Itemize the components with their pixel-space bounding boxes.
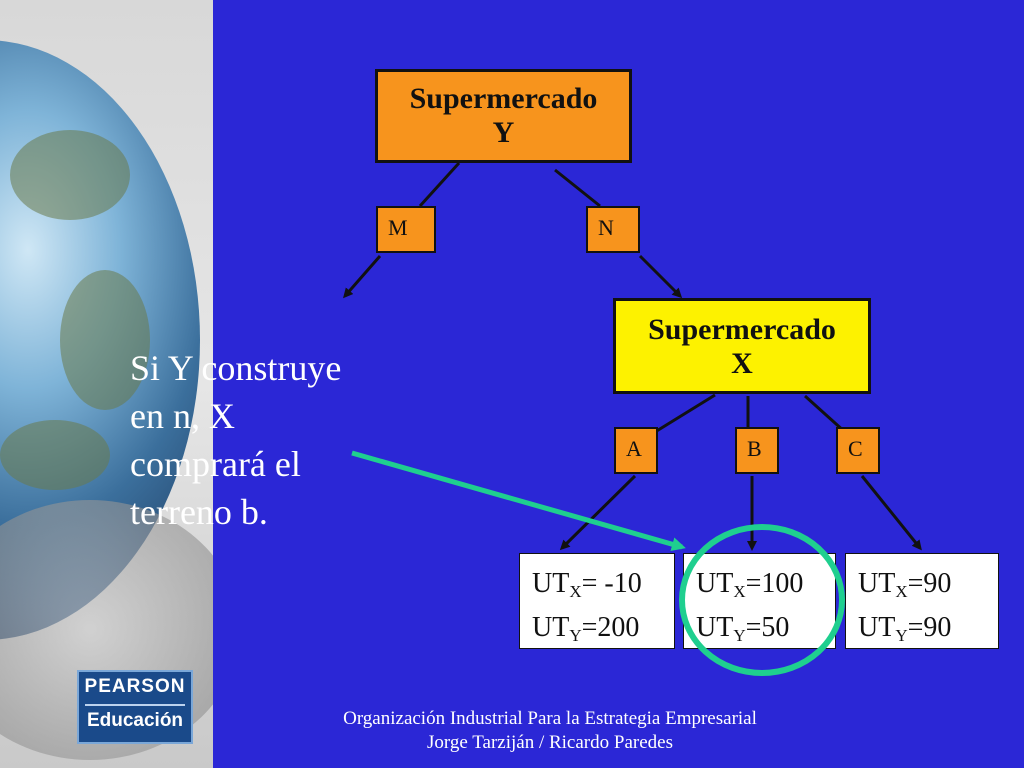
branch-label-m: M	[376, 206, 436, 253]
pearson-logo: PEARSON Educación	[77, 670, 193, 744]
logo-text-pearson: PEARSON	[84, 676, 186, 697]
footer-course: Organización Industrial Para la Estrateg…	[343, 708, 757, 729]
footer-authors: Jorge Tarziján / Ricardo Paredes	[427, 732, 673, 753]
payoff-a-y: UTY=200	[532, 612, 640, 645]
node-supermercado-y: Supermercado Y	[375, 69, 632, 163]
edge-x-to-c	[803, 394, 847, 434]
node-y-title: Supermercado	[409, 82, 598, 115]
logo-text-educacion: Educación	[86, 710, 184, 731]
payoff-box-a: UTX= -10 UTY=200	[519, 553, 675, 649]
highlight-circle	[679, 524, 845, 676]
footer: Organización Industrial Para la Estrateg…	[290, 707, 810, 755]
branch-label-a: A	[614, 427, 658, 474]
payoff-c-x: UTX=90	[858, 568, 952, 601]
payoff-a-x: UTX= -10	[532, 568, 642, 601]
edge-n-to-x	[638, 254, 683, 299]
node-y-letter: Y	[492, 116, 515, 149]
edge-c-to-payoff	[860, 475, 922, 551]
branch-label-n: N	[586, 206, 640, 253]
payoff-b-x: UTX=100	[696, 568, 804, 601]
branch-label-c: C	[836, 427, 880, 474]
decorative-side-panel: PEARSON Educación	[0, 0, 213, 768]
annotation-arrow	[351, 450, 686, 551]
edge-m-terminal	[343, 255, 382, 299]
edge-a-to-payoff	[559, 474, 637, 551]
node-x-title: Supermercado	[648, 313, 836, 346]
edge-y-to-n	[554, 168, 601, 208]
payoff-c-y: UTY=90	[858, 612, 952, 645]
payoff-b-y: UTY=50	[696, 612, 790, 645]
node-x-letter: X	[731, 347, 753, 380]
edge-y-to-m	[418, 161, 461, 208]
branch-label-b: B	[735, 427, 779, 474]
node-supermercado-x: Supermercado X	[613, 298, 871, 394]
payoff-box-b: UTX=100 UTY=50	[683, 553, 836, 649]
annotation-text: Si Y construye en n, X comprará el terre…	[130, 348, 342, 532]
edge-x-to-a	[654, 393, 716, 434]
payoff-box-c: UTX=90 UTY=90	[845, 553, 999, 649]
